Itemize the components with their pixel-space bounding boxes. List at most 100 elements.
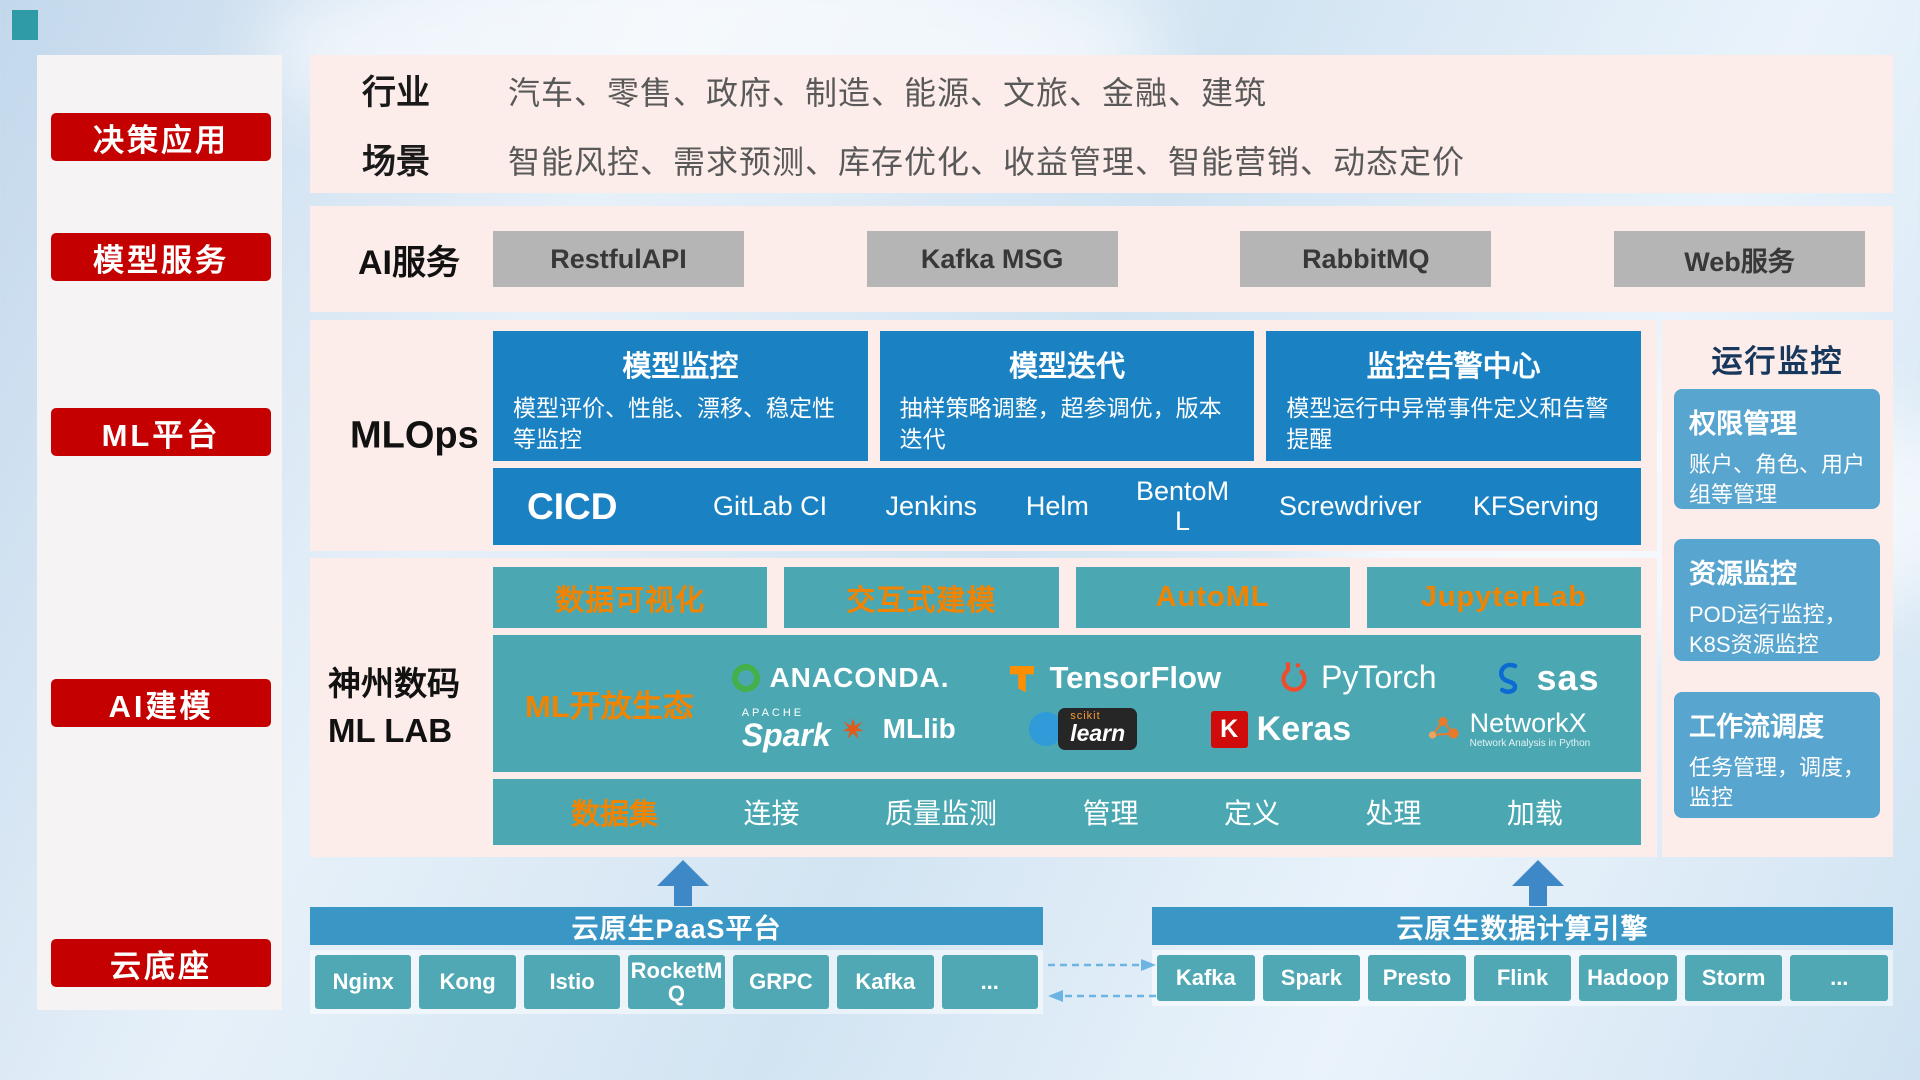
pytorch-icon — [1281, 661, 1307, 692]
ai-service-buttons: RestfulAPI Kafka MSG RabbitMQ Web服务 — [493, 231, 1865, 287]
networkx-subtitle: Network Analysis in Python — [1469, 738, 1591, 750]
run-monitoring-title: 运行监控 — [1711, 344, 1844, 379]
sidebar-item-model-service: 模型服务 — [51, 233, 271, 281]
logo-row-1: ANACONDA. TensorFlow PyTorch — [705, 657, 1627, 699]
workflow-schedule-card: 工作流调度 任务管理，调度，监控 — [1674, 692, 1880, 818]
mllib-label: MLlib — [882, 713, 956, 744]
industry-label: 行业 — [362, 74, 430, 112]
up-arrow-left — [657, 860, 709, 906]
pytorch-logo: PyTorch — [1276, 659, 1437, 696]
automl-box: AutoML — [1075, 567, 1350, 628]
ml-lab-label-line2: ML LAB — [328, 712, 453, 750]
card-title: 模型监控 — [622, 351, 739, 383]
card-body: 任务管理，调度，监控 — [1689, 755, 1866, 810]
ml-lab-label: 神州数码 ML LAB — [328, 660, 460, 756]
data-engine-bar: 云原生数据计算引擎 — [1152, 907, 1893, 945]
ml-open-ecosystem-label: ML开放生态 — [525, 689, 694, 724]
sidebar-item-decision-apps: 决策应用 — [51, 113, 271, 161]
card-title: 资源监控 — [1689, 559, 1797, 589]
web-service-box: Web服务 — [1613, 231, 1865, 287]
chip-grpc: GRPC — [732, 955, 830, 1009]
scenario-label: 场景 — [362, 143, 430, 181]
card-body: 账户、角色、用户组等管理 — [1689, 452, 1866, 507]
dataset-step-quality: 质量监测 — [884, 798, 997, 829]
chip-hadoop: Hadoop — [1579, 955, 1677, 1001]
scikit-badge: scikit learn — [1058, 708, 1138, 750]
keras-label: Keras — [1256, 709, 1352, 748]
card-title: 工作流调度 — [1689, 712, 1824, 742]
scenario-row: 场景 智能风控、需求预测、库存优化、收益管理、智能营销、动态定价 — [362, 134, 1893, 183]
chip-more: ... — [941, 955, 1038, 1009]
cicd-item-gitlab-ci: GitLab CI — [713, 490, 828, 521]
arrow-head — [1512, 860, 1564, 886]
networkx-logo: NetworkX Network Analysis in Python — [1425, 708, 1591, 750]
chip-kafka: Kafka — [837, 955, 934, 1009]
ml-lab-label-line1: 神州数码 — [328, 664, 460, 702]
chip-storm: Storm — [1684, 955, 1783, 1001]
card-body: POD运行监控，K8S资源监控 — [1689, 602, 1847, 657]
dataset-label: 数据集 — [571, 799, 659, 831]
industry-scenario-panel: 行业 汽车、零售、政府、制造、能源、文旅、金融、建筑 场景 智能风控、需求预测、… — [310, 55, 1893, 193]
sas-label: sas — [1536, 656, 1600, 698]
chip-rocketmq: RocketMQ — [628, 955, 725, 1009]
tensorflow-logo: TensorFlow — [1004, 660, 1221, 696]
pytorch-label: PyTorch — [1320, 659, 1437, 695]
arrow-stem — [1529, 886, 1547, 906]
spark-star-icon — [841, 718, 864, 739]
sidebar-item-ai-modeling: AI建模 — [51, 679, 271, 727]
ai-service-label: AI服务 — [358, 243, 460, 282]
mlops-label: MLOps — [350, 414, 479, 456]
chip-presto: Presto — [1368, 955, 1466, 1001]
card-title: 监控告警中心 — [1366, 351, 1541, 383]
dataset-step-connect: 连接 — [743, 798, 800, 829]
card-body: 抽样策略调整，超参调优，版本迭代 — [899, 395, 1222, 453]
scikit-learn-label: learn — [1070, 720, 1126, 746]
chip-nginx: Nginx — [315, 955, 412, 1009]
cicd-items: GitLab CI Jenkins Helm BentoML Screwdriv… — [677, 477, 1621, 535]
dataset-step-process: 处理 — [1365, 798, 1422, 829]
ml-lab-panel: 神州数码 ML LAB 数据可视化 交互式建模 AutoML JupyterLa… — [310, 558, 1657, 857]
cicd-item-screwdriver: Screwdriver — [1278, 490, 1422, 521]
keras-logo: K Keras — [1210, 709, 1352, 749]
sidebar-item-ml-platform: ML平台 — [51, 408, 271, 456]
arrow-stem — [674, 886, 692, 906]
cicd-item-bentoml: BentoML — [1136, 476, 1230, 536]
resource-monitor-card: 资源监控 POD运行监控，K8S资源监控 — [1674, 539, 1880, 661]
sas-icon — [1499, 662, 1518, 694]
ecosystem-logos: ANACONDA. TensorFlow PyTorch — [705, 657, 1641, 751]
sidebar-item-cloud-base: 云底座 — [51, 939, 271, 987]
alert-center-card: 监控告警中心 模型运行中异常事件定义和告警提醒 — [1266, 331, 1642, 461]
tensorflow-label: TensorFlow — [1049, 659, 1222, 695]
dataset-step-manage: 管理 — [1082, 798, 1139, 829]
card-title: 模型迭代 — [1009, 351, 1126, 383]
mlops-cards: 模型监控 模型评价、性能、漂移、稳定性等监控 模型迭代 抽样策略调整，超参调优，… — [493, 331, 1642, 461]
chip-kong: Kong — [419, 955, 516, 1009]
left-category-strip — [37, 55, 282, 1010]
model-iteration-card: 模型迭代 抽样策略调整，超参调优，版本迭代 — [879, 331, 1255, 461]
scikit-circle-icon — [1029, 712, 1064, 746]
scikit-small-label: scikit — [1070, 710, 1101, 722]
cicd-bar: CICD GitLab CI Jenkins Helm BentoML Scre… — [493, 468, 1641, 545]
run-monitoring-panel: 运行监控 权限管理 账户、角色、用户组等管理 资源监控 POD运行监控，K8S资… — [1662, 320, 1893, 857]
ai-service-panel: AI服务 RestfulAPI Kafka MSG RabbitMQ Web服务 — [310, 206, 1893, 312]
model-monitor-card: 模型监控 模型评价、性能、漂移、稳定性等监控 — [493, 331, 868, 461]
networkx-icon — [1428, 717, 1459, 739]
jupyterlab-box: JupyterLab — [1366, 567, 1641, 628]
anaconda-logo: ANACONDA. — [732, 662, 949, 694]
exchange-arrows — [1048, 959, 1156, 1002]
scenario-list: 智能风控、需求预测、库存优化、收益管理、智能营销、动态定价 — [508, 144, 1466, 180]
logo-row-2: APACHE Spark MLlib scikit learn — [705, 707, 1627, 751]
cicd-item-kfserving: KFServing — [1472, 490, 1599, 521]
sas-logo: sas — [1491, 657, 1599, 699]
industry-row: 行业 汽车、零售、政府、制造、能源、文旅、金融、建筑 — [362, 65, 1893, 114]
card-body: 模型评价、性能、漂移、稳定性等监控 — [513, 395, 835, 453]
keras-icon: K — [1210, 710, 1248, 748]
ml-lab-tools: 数据可视化 交互式建模 AutoML JupyterLab — [493, 567, 1641, 628]
cicd-label: CICD — [527, 485, 618, 527]
dataset-step-load: 加载 — [1506, 798, 1563, 829]
cicd-item-helm: Helm — [1025, 490, 1089, 521]
anaconda-label: ANACONDA. — [769, 661, 950, 693]
card-title: 权限管理 — [1689, 409, 1797, 439]
ml-open-ecosystem-block: ML开放生态 ANACONDA. TensorFlow — [493, 635, 1641, 772]
cicd-item-jenkins: Jenkins — [885, 490, 977, 521]
